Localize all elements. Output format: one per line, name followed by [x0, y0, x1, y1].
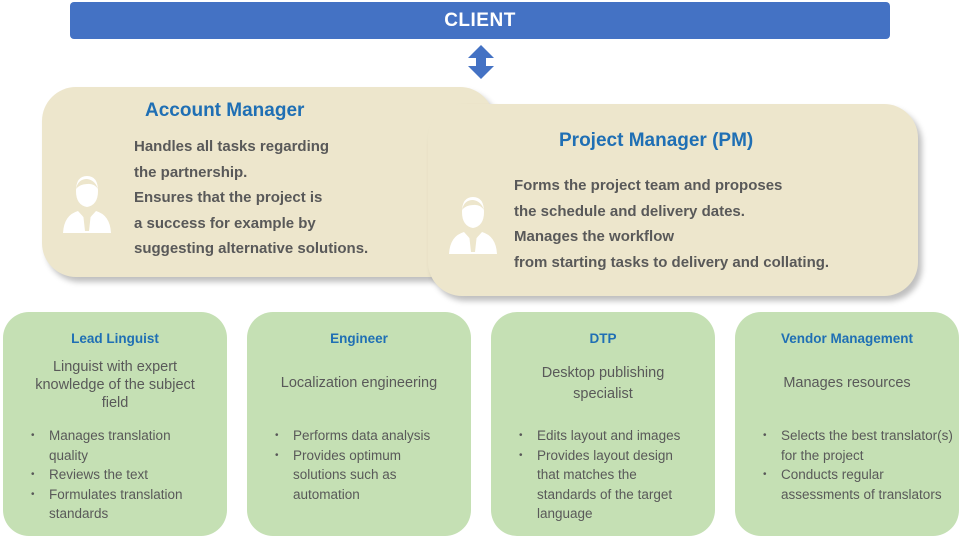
bullet-item: Provides layout design that matches the … — [519, 446, 697, 524]
bullet-item: Conducts regular assessments of translat… — [763, 465, 953, 504]
text-line: from starting tasks to delivery and coll… — [514, 253, 830, 271]
vendor-management-card: Vendor Management Manages resources Sele… — [735, 312, 959, 536]
role-description: Manages resources — [745, 374, 949, 392]
text-line: Localization engineering — [280, 375, 438, 391]
double-arrow-icon — [468, 45, 494, 79]
text-line: the schedule and delivery dates. — [514, 202, 745, 220]
role-bullets: Selects the best translator(s) for the p… — [763, 426, 953, 504]
text-line: Desktop publishing — [541, 365, 665, 381]
bullet-item: Reviews the text — [31, 465, 203, 485]
project-manager-card: Project Manager (PM) Forms the project t… — [428, 104, 918, 296]
role-title: DTP — [589, 331, 617, 346]
text-line: Linguist with expert — [52, 359, 178, 375]
dtp-card: DTP Desktop publishing specialist Edits … — [491, 312, 715, 536]
bullet-item: Manages translation quality — [31, 426, 203, 465]
engineer-card: Engineer Localization engineering Perfor… — [247, 312, 471, 536]
person-icon — [63, 176, 111, 233]
text-line: Handles all tasks regarding — [134, 138, 330, 155]
bullet-item: Provides optimum solutions such as autom… — [275, 446, 431, 505]
role-description: Localization engineering — [257, 374, 461, 392]
bullet-item: Performs data analysis — [275, 426, 431, 446]
role-bullets: Performs data analysis Provides optimum … — [275, 426, 431, 504]
account-manager-card: Account Manager Handles all tasks regard… — [42, 87, 494, 277]
text-line: Manages the workflow — [514, 228, 675, 245]
text-line: Manages resources — [783, 375, 911, 391]
bullet-item: Edits layout and images — [519, 426, 697, 446]
role-bullets: Manages translation quality Reviews the … — [31, 426, 203, 524]
role-title: Vendor Management — [780, 331, 914, 346]
text-line: suggesting alternative solutions. — [134, 240, 369, 257]
text-line: knowledge of the subject — [35, 377, 195, 393]
project-manager-title: Project Manager (PM) — [559, 130, 754, 151]
role-description: Linguist with expert knowledge of the su… — [13, 358, 217, 412]
bullet-item: Selects the best translator(s) for the p… — [763, 426, 953, 465]
role-description: Desktop publishing specialist — [501, 363, 705, 405]
text-line: specialist — [573, 386, 633, 402]
role-title: Engineer — [330, 331, 388, 346]
person-icon — [449, 197, 497, 254]
lead-linguist-card: Lead Linguist Linguist with expert knowl… — [3, 312, 227, 536]
account-manager-description: Handles all tasks regarding the partners… — [134, 134, 368, 262]
client-bar: CLIENT — [70, 2, 890, 39]
account-manager-title: Account Manager — [145, 100, 305, 121]
project-manager-description: Forms the project team and proposes the … — [514, 173, 829, 275]
role-bullets: Edits layout and images Provides layout … — [519, 426, 697, 524]
text-line: the partnership. — [134, 163, 248, 181]
client-label: CLIENT — [444, 9, 516, 31]
role-title: Lead Linguist — [71, 331, 159, 346]
bullet-item: Formulates translation standards — [31, 485, 203, 524]
text-line: Forms the project team and proposes — [514, 177, 783, 194]
text-line: Ensures that the project is — [134, 189, 323, 206]
text-line: a success for example by — [134, 214, 316, 232]
text-line: field — [101, 395, 129, 411]
